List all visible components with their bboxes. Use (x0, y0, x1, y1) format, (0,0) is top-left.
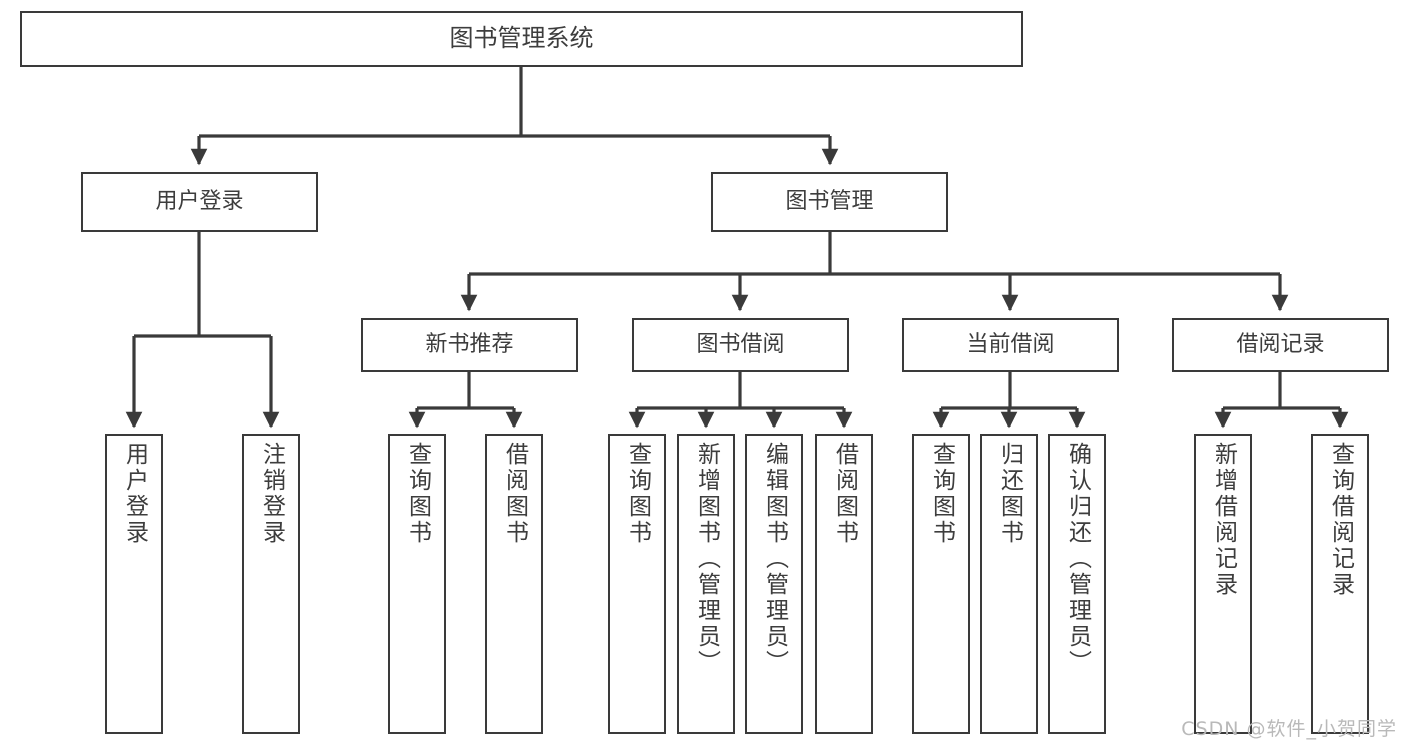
node-label: 借阅图书 (501, 442, 528, 546)
node-label: 新增图书（管理员） (693, 442, 720, 676)
node-leaf-return-book[interactable]: 归还图书 (980, 434, 1038, 734)
node-leaf-confirm-return[interactable]: 确认归还（管理员） (1048, 434, 1106, 734)
node-label: 借阅图书 (831, 442, 858, 546)
node-leaf-query-book-3[interactable]: 查询图书 (912, 434, 970, 734)
node-book-manage[interactable]: 图书管理 (711, 172, 948, 232)
node-leaf-user-logout[interactable]: 注销登录 (242, 434, 300, 734)
node-label: 查询借阅记录 (1327, 442, 1354, 598)
node-label: 注销登录 (258, 442, 285, 546)
node-leaf-borrow-book-1[interactable]: 借阅图书 (485, 434, 543, 734)
node-label: 编辑图书（管理员） (761, 442, 788, 676)
node-label: 图书管理系统 (449, 24, 594, 53)
node-leaf-borrow-book-2[interactable]: 借阅图书 (815, 434, 873, 734)
node-borrow-record[interactable]: 借阅记录 (1172, 318, 1389, 372)
node-leaf-query-book-1[interactable]: 查询图书 (388, 434, 446, 734)
node-label: 归还图书 (996, 442, 1023, 546)
node-leaf-query-record[interactable]: 查询借阅记录 (1311, 434, 1369, 734)
node-label: 确认归还（管理员） (1064, 442, 1091, 676)
node-leaf-add-book[interactable]: 新增图书（管理员） (677, 434, 735, 734)
node-user-login[interactable]: 用户登录 (81, 172, 318, 232)
node-book-borrow[interactable]: 图书借阅 (632, 318, 849, 372)
node-label: 查询图书 (404, 442, 431, 546)
node-label: 图书借阅 (696, 332, 785, 358)
node-label: 查询图书 (624, 442, 651, 546)
node-new-book-recommend[interactable]: 新书推荐 (361, 318, 578, 372)
node-current-borrow[interactable]: 当前借阅 (902, 318, 1119, 372)
node-label: 图书管理 (785, 189, 874, 215)
node-label: 查询图书 (928, 442, 955, 546)
node-label: 用户登录 (155, 189, 244, 215)
node-label: 借阅记录 (1236, 332, 1325, 358)
node-label: 当前借阅 (966, 332, 1055, 358)
node-label: 用户登录 (121, 442, 148, 546)
node-leaf-edit-book[interactable]: 编辑图书（管理员） (745, 434, 803, 734)
node-leaf-user-login[interactable]: 用户登录 (105, 434, 163, 734)
node-leaf-add-record[interactable]: 新增借阅记录 (1194, 434, 1252, 734)
node-root-system[interactable]: 图书管理系统 (20, 11, 1023, 67)
node-label: 新书推荐 (425, 332, 514, 358)
node-label: 新增借阅记录 (1210, 442, 1237, 598)
node-leaf-query-book-2[interactable]: 查询图书 (608, 434, 666, 734)
